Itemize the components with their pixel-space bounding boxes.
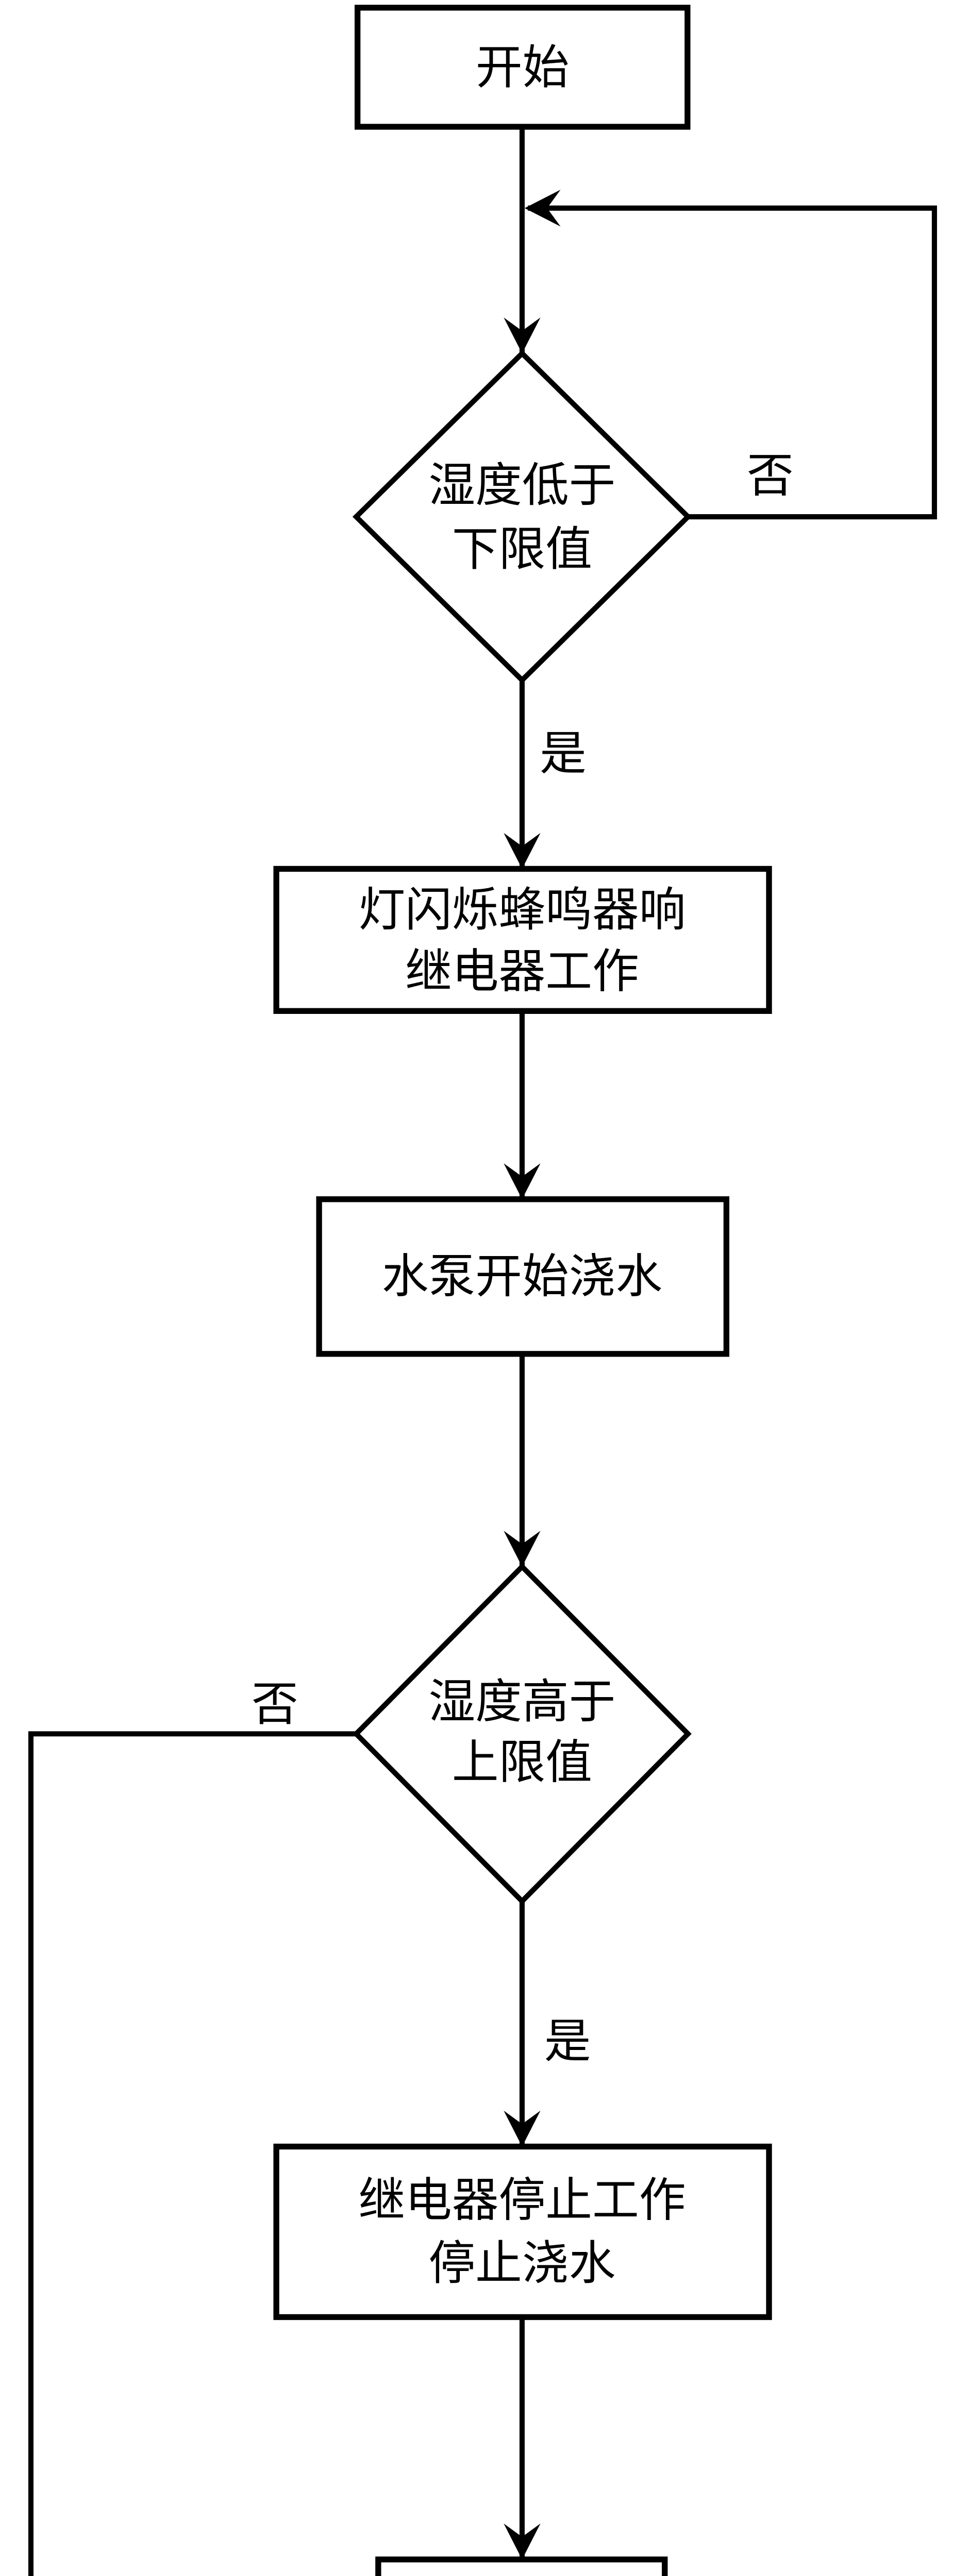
stop-node: 继电器停止工作 停止浇水 bbox=[273, 2143, 772, 2320]
pump-node-box bbox=[316, 1196, 730, 1357]
arrowhead-no-loop-left-icon bbox=[524, 190, 561, 227]
decision-low-no-label: 否 bbox=[747, 450, 794, 502]
arrowhead-into-end-top-icon bbox=[504, 2523, 541, 2560]
alarm-node-label-line1: 灯闪烁蜂鸣器响 bbox=[358, 884, 686, 936]
arrowheads bbox=[504, 190, 561, 2560]
arrowhead-into-decision-high-icon bbox=[504, 1531, 541, 1567]
decision-humidity-low-diamond bbox=[352, 349, 692, 684]
end-node: 结束 bbox=[375, 2556, 668, 2576]
edge-decision-low-no-loop bbox=[528, 205, 937, 520]
alarm-node-box bbox=[273, 866, 772, 1014]
start-node: 开始 bbox=[354, 5, 691, 130]
edge-decision-high-no-to-end bbox=[28, 1731, 357, 2576]
decision-high-no-label: 否 bbox=[252, 1679, 298, 1731]
decision-low-yes-label: 是 bbox=[540, 728, 587, 780]
alarm-node: 灯闪烁蜂鸣器响 继电器工作 bbox=[273, 866, 772, 1014]
arrowhead-into-stop-icon bbox=[504, 2110, 541, 2147]
decision-humidity-high-diamond bbox=[352, 1563, 692, 1905]
start-node-box bbox=[354, 5, 691, 130]
edges bbox=[28, 127, 937, 2576]
end-node-box bbox=[375, 2556, 668, 2576]
stop-node-label-line1: 继电器停止工作 bbox=[358, 2174, 686, 2226]
decision-humidity-high-label-line2: 上限值 bbox=[452, 1736, 592, 1788]
decision-humidity-low-node: 湿度低于 下限值 bbox=[352, 349, 692, 684]
arrowhead-into-decision-low-icon bbox=[504, 317, 541, 353]
decision-humidity-low-label-line2: 下限值 bbox=[452, 523, 592, 575]
decision-humidity-low-label-line1: 湿度低于 bbox=[428, 460, 615, 512]
decision-high-yes-label: 是 bbox=[544, 2015, 591, 2067]
decision-humidity-high-node: 湿度高于 上限值 bbox=[352, 1563, 692, 1905]
stop-node-label-line2: 停止浇水 bbox=[428, 2238, 615, 2290]
pump-node-label: 水泵开始浇水 bbox=[382, 1251, 662, 1303]
stop-node-box bbox=[273, 2143, 772, 2320]
pump-node: 水泵开始浇水 bbox=[316, 1196, 730, 1357]
alarm-node-label-line2: 继电器工作 bbox=[405, 946, 639, 998]
arrowhead-into-pump-icon bbox=[504, 1163, 541, 1199]
arrowhead-into-alarm-icon bbox=[504, 833, 541, 869]
edge-labels: 否 是 否 是 bbox=[252, 450, 794, 2067]
start-node-label: 开始 bbox=[476, 42, 569, 94]
decision-humidity-high-label-line1: 湿度高于 bbox=[428, 1676, 615, 1728]
